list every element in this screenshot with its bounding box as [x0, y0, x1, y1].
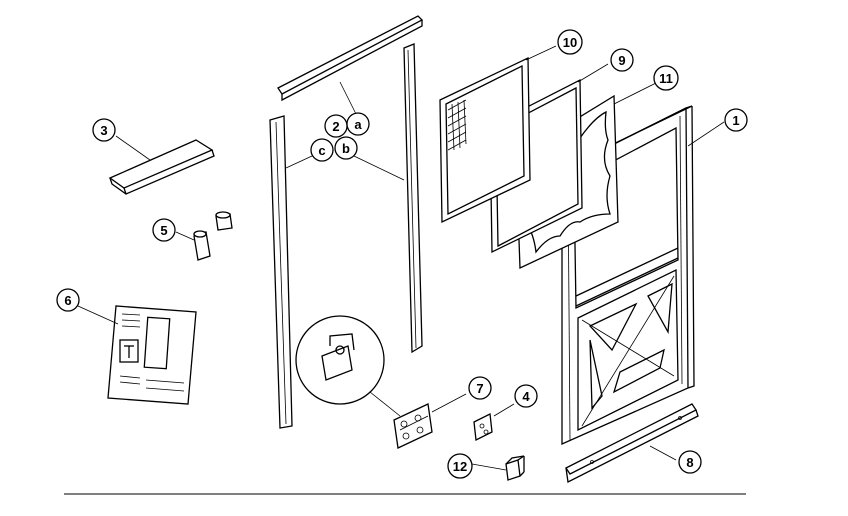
left-rail	[269, 115, 293, 429]
svg-text:a: a	[354, 117, 362, 132]
bottom-expander	[565, 403, 699, 483]
small-bracket	[505, 455, 525, 481]
leader-8	[649, 445, 677, 461]
leader-1	[687, 121, 725, 147]
svg-text:6: 6	[64, 293, 71, 308]
svg-text:2: 2	[332, 119, 339, 134]
leader-12	[471, 463, 507, 471]
svg-text:7: 7	[476, 381, 483, 396]
svg-text:4: 4	[522, 389, 530, 404]
callout-5: 5	[152, 218, 176, 242]
callout-2: 2	[324, 114, 348, 138]
callout-9: 9	[610, 48, 634, 72]
svg-text:9: 9	[618, 53, 625, 68]
callout-12: 12	[447, 453, 473, 479]
leader-9	[577, 63, 609, 83]
leader-2c	[285, 155, 313, 169]
svg-text:5: 5	[160, 223, 167, 238]
svg-text:12: 12	[453, 459, 467, 474]
callout-b: b	[334, 136, 358, 160]
svg-text:b: b	[342, 141, 350, 156]
callout-c: c	[310, 138, 334, 162]
leader-10	[525, 45, 557, 61]
screen-panel	[439, 56, 531, 224]
leader-4	[493, 403, 515, 417]
leader-2b	[353, 155, 405, 181]
detail-magnifier	[295, 315, 401, 417]
leader-5	[175, 231, 195, 241]
callout-a: a	[346, 112, 370, 136]
leader-3	[115, 135, 151, 161]
callout-3: 3	[92, 118, 116, 142]
leader-6	[77, 305, 119, 325]
svg-text:11: 11	[659, 71, 673, 86]
svg-text:10: 10	[563, 35, 577, 50]
top-rail	[277, 15, 424, 102]
svg-text:3: 3	[100, 123, 107, 138]
callout-6: 6	[56, 288, 80, 312]
sweep-bar	[108, 139, 215, 195]
right-rail	[403, 43, 423, 354]
svg-text:c: c	[318, 143, 325, 158]
callout-11: 11	[653, 65, 679, 91]
latch-plate	[473, 413, 493, 441]
svg-text:1: 1	[732, 113, 739, 128]
instruction-sheet	[107, 305, 197, 405]
svg-text:8: 8	[686, 455, 693, 470]
callout-10: 10	[557, 29, 583, 55]
callout-8: 8	[678, 450, 702, 474]
hinge-plate	[393, 403, 433, 449]
closer-hardware	[193, 211, 233, 261]
callout-4: 4	[514, 384, 538, 408]
leader-7	[431, 393, 467, 413]
leader-2a	[339, 81, 357, 115]
callout-7: 7	[468, 376, 492, 400]
callout-1: 1	[724, 108, 748, 132]
leader-11	[613, 81, 659, 105]
